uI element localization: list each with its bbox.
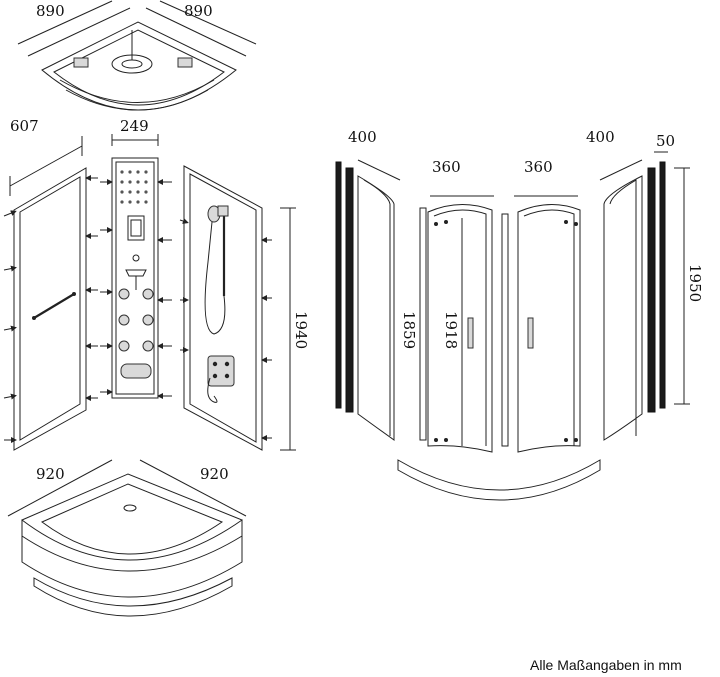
- dim-door-height-right: 1918: [442, 311, 460, 349]
- dim-glass-height: 1950: [686, 264, 704, 302]
- dim-roof-left: 890: [36, 2, 65, 20]
- roof-top-view: 890 890: [17, 0, 257, 111]
- dim-frame-depth: 50: [656, 132, 675, 150]
- dim-roof-right: 890: [184, 2, 213, 20]
- dim-outer-glass-right: 400: [586, 128, 615, 146]
- dim-column-width: 249: [120, 117, 149, 135]
- dim-outer-glass-left: 400: [348, 128, 377, 146]
- dim-door-right: 360: [524, 158, 553, 176]
- dim-side-panel-depth: 607: [10, 117, 39, 135]
- dim-panel-height: 1940: [292, 311, 310, 349]
- shower-column: 249: [100, 117, 172, 399]
- right-side-panel: 1940: [179, 165, 310, 451]
- left-side-panel: 607: [3, 117, 98, 451]
- shower-tray: 920 920: [7, 459, 247, 617]
- dim-door-height-left: 1859: [400, 311, 418, 349]
- dim-tray-left: 920: [36, 465, 65, 483]
- enclosure-exploded-view: 400 360 360 400 50 1859 1918 1950: [335, 128, 704, 501]
- dim-tray-right: 920: [200, 465, 229, 483]
- dim-door-left: 360: [432, 158, 461, 176]
- units-footnote: Alle Maßangaben in mm: [530, 657, 682, 673]
